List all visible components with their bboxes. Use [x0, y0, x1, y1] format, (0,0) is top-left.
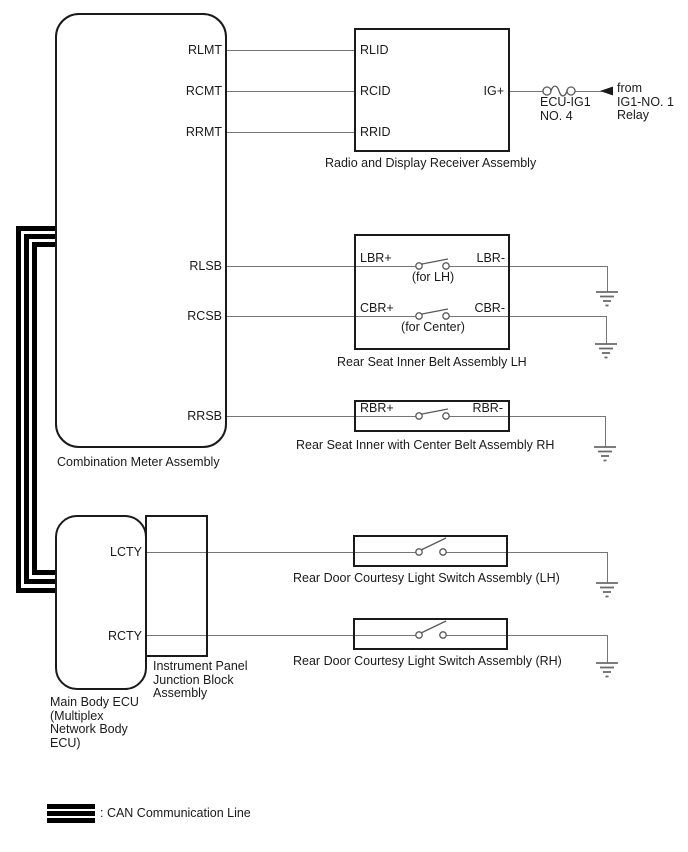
wire-rcmt-rcid	[227, 91, 354, 92]
main-body-ecu-caption-line1: Main Body ECU	[50, 695, 139, 709]
pin-cbr-plus: CBR+	[360, 301, 394, 315]
note-for-lh: (for LH)	[411, 270, 455, 284]
wire-igplus-fuse	[510, 91, 543, 92]
can-bus-line-middle	[24, 234, 55, 584]
courtesy-lh-caption: Rear Door Courtesy Light Switch Assembly…	[293, 571, 560, 585]
wire-rlsb-lbr	[227, 266, 419, 267]
wire-rrsb-rbr	[227, 416, 419, 417]
pin-rcid: RCID	[360, 84, 391, 98]
pin-rrmt: RRMT	[185, 125, 222, 139]
pin-rcmt: RCMT	[185, 84, 222, 98]
wire-cbr-ground-drop	[606, 316, 607, 344]
junction-block-caption-line1: Instrument Panel	[153, 659, 248, 673]
wire-lbr-ground	[447, 266, 607, 267]
pin-rrid: RRID	[360, 125, 391, 139]
pin-rbr-plus: RBR+	[360, 401, 394, 415]
main-body-ecu-caption: Main Body ECU (Multiplex Network Body EC…	[50, 695, 139, 750]
can-bus-line-outer	[16, 226, 55, 593]
can-legend-symbol-bar3	[47, 818, 95, 823]
wire-rbr-ground-drop	[605, 416, 606, 447]
belt-lh-caption: Rear Seat Inner Belt Assembly LH	[337, 355, 527, 369]
pin-ig-plus: IG+	[483, 84, 505, 98]
pin-rlid: RLID	[360, 43, 389, 57]
ground-icon-cbr	[595, 343, 617, 359]
wire-lcty-switch	[147, 552, 419, 553]
belt-rh-box	[354, 400, 510, 432]
wire-cbr-ground	[447, 316, 606, 317]
ground-icon-courtesy-lh	[596, 582, 618, 598]
pin-lbr-minus: LBR-	[476, 251, 505, 265]
main-body-ecu-caption-line4: ECU)	[50, 735, 81, 750]
radio-receiver-caption: Radio and Display Receiver Assembly	[325, 156, 537, 170]
belt-lh-box	[354, 234, 510, 350]
junction-block-caption-line3: Assembly	[153, 686, 208, 700]
junction-block-box	[145, 515, 208, 657]
wire-courtesy-rh-ground-drop	[607, 635, 608, 663]
wire-courtesy-lh-ground	[445, 552, 607, 553]
fuse-label: ECU-IG1 NO. 4	[540, 95, 591, 123]
main-body-ecu-box	[55, 515, 147, 690]
fuse-label-line1: ECU-IG1	[540, 95, 591, 109]
pin-rlsb: RLSB	[189, 259, 222, 273]
pin-lcty: LCTY	[110, 545, 142, 559]
wire-rrmt-rrid	[227, 132, 354, 133]
pin-rcty: RCTY	[107, 629, 142, 643]
pin-rbr-minus: RBR-	[472, 401, 503, 415]
pin-rlmt: RLMT	[187, 43, 222, 57]
courtesy-lh-box	[353, 535, 508, 567]
main-body-ecu-caption-line2: (Multiplex	[50, 708, 104, 723]
pin-cbr-minus: CBR-	[474, 301, 505, 315]
main-body-ecu-caption-line3: Network Body	[50, 722, 128, 736]
power-source-line2: IG1-NO. 1	[617, 94, 674, 109]
wire-rbr-ground	[447, 416, 605, 417]
power-source-line3: Relay	[617, 108, 649, 122]
ground-icon-courtesy-rh	[596, 662, 618, 678]
pin-rcsb: RCSB	[187, 309, 222, 323]
can-legend-symbol-bar1	[47, 804, 95, 809]
wire-courtesy-lh-ground-drop	[607, 552, 608, 583]
combination-meter-caption: Combination Meter Assembly	[57, 455, 220, 469]
wire-rcty-switch	[147, 635, 419, 636]
wire-courtesy-rh-ground	[445, 635, 607, 636]
can-bus-line-inner	[32, 242, 55, 575]
wire-rcsb-cbr	[227, 316, 419, 317]
junction-block-caption: Instrument Panel Junction Block Assembly	[153, 659, 248, 701]
junction-block-caption-line2: Junction Block	[153, 672, 234, 687]
can-legend-symbol-bar2	[47, 811, 95, 816]
note-for-center: (for Center)	[401, 320, 465, 334]
pin-lbr-plus: LBR+	[360, 251, 392, 265]
wire-rlmt-rlid	[227, 50, 354, 51]
radio-receiver-box	[354, 28, 510, 152]
courtesy-rh-box	[353, 618, 508, 650]
wire-lbr-ground-drop	[607, 266, 608, 292]
pin-rrsb: RRSB	[187, 409, 222, 423]
power-source-label: from IG1-NO. 1 Relay	[617, 81, 674, 123]
wire-fuse-arrow	[575, 91, 602, 92]
fuse-label-line2: NO. 4	[540, 108, 573, 123]
ground-icon-rbr	[594, 446, 616, 462]
courtesy-rh-caption: Rear Door Courtesy Light Switch Assembly…	[293, 654, 562, 668]
belt-rh-caption: Rear Seat Inner with Center Belt Assembl…	[296, 438, 555, 452]
power-source-line1: from	[617, 81, 642, 95]
combination-meter-box	[55, 13, 227, 448]
can-legend-label: : CAN Communication Line	[100, 806, 251, 820]
ground-icon-lbr	[596, 291, 618, 307]
